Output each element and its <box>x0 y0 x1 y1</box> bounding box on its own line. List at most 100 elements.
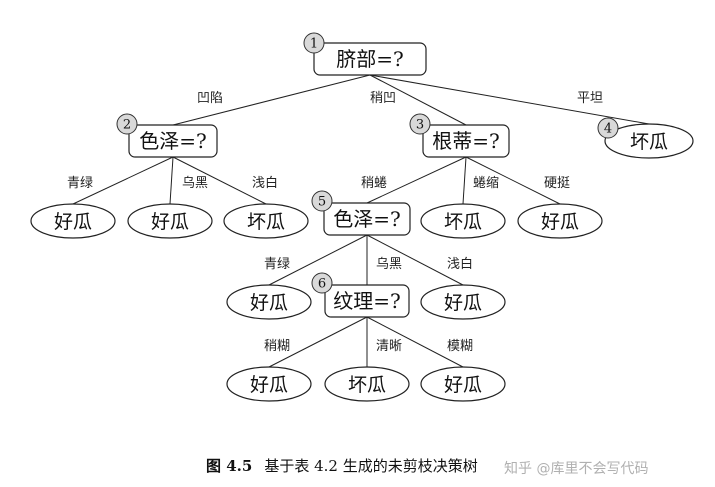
leaf-node-l7: 好瓜 <box>226 366 312 402</box>
decision-label: 脐部=? <box>336 47 403 71</box>
node-number-badge: 6 <box>311 272 333 294</box>
edge-label: 浅白 <box>447 256 473 272</box>
leaf-ellipse <box>226 284 312 320</box>
edge-label: 平坦 <box>577 91 603 106</box>
edge-label: 青绿 <box>264 257 290 272</box>
leaf-ellipse <box>127 203 213 239</box>
tree-edge-n1-n2 <box>172 74 371 126</box>
tree-edge-n1-n4 <box>369 74 650 125</box>
leaf-node-l10: 好瓜 <box>420 366 506 402</box>
leaf-ellipse <box>420 203 506 239</box>
node-number-badge: 3 <box>409 113 431 135</box>
leaf-node-l9: 坏瓜 <box>324 366 410 402</box>
leaf-node-l5: 好瓜 <box>517 203 603 239</box>
badge-number: 4 <box>604 122 612 137</box>
edge-label: 乌黑 <box>182 175 208 191</box>
decision-box <box>128 124 218 158</box>
edge-label: 浅白 <box>252 175 278 191</box>
edge-label: 模糊 <box>447 338 473 354</box>
decision-label: 根蒂=? <box>432 129 499 153</box>
leaf-ellipse <box>226 366 312 402</box>
leaf-label: 好瓜 <box>250 374 288 396</box>
leaf-label: 坏瓜 <box>247 211 285 233</box>
badge-number: 5 <box>318 195 326 210</box>
badge-circle <box>597 117 619 139</box>
edges-layer: 凹陷稍凹平坦青绿乌黑浅白稍蜷蜷缩硬挺青绿乌黑浅白稍糊清晰模糊 <box>67 74 650 368</box>
decision-node-n5: 色泽=? 5 <box>311 190 411 236</box>
leaf-ellipse <box>517 203 603 239</box>
node-number-badge: 1 <box>303 32 325 54</box>
leaf-ellipse <box>420 284 506 320</box>
decision-box <box>313 42 427 76</box>
tree-edge-n3-n5 <box>366 156 467 204</box>
leaf-ellipse <box>223 203 309 239</box>
figure-caption: 图 4.5 基于表 4.2 生成的未剪枝决策树 <box>206 455 478 476</box>
tree-edge-n2-l2 <box>169 156 174 205</box>
badge-number: 3 <box>416 118 424 133</box>
badge-number: 2 <box>123 118 131 133</box>
leaf-node-l3: 坏瓜 <box>223 203 309 239</box>
leaf-label: 好瓜 <box>444 292 482 314</box>
watermark: 知乎 @库里不会写代码 <box>504 461 649 477</box>
badge-circle <box>311 272 333 294</box>
leaf-label: 好瓜 <box>54 211 92 233</box>
node-number-badge: 5 <box>311 190 333 212</box>
tree-edge-n2-l3 <box>172 156 267 205</box>
node-number-badge: 4 <box>597 117 619 139</box>
leaf-node-l4: 坏瓜 <box>420 203 506 239</box>
tree-edge-n6-l10 <box>366 316 464 368</box>
edge-label: 清晰 <box>376 339 402 354</box>
decision-label: 色泽=? <box>333 207 400 231</box>
edge-label: 乌黑 <box>376 256 402 272</box>
decision-node-n3: 根蒂=? 3 <box>409 113 510 158</box>
nodes-layer: 脐部=?1色泽=?2根蒂=?3坏瓜4好瓜好瓜坏瓜色泽=?5坏瓜好瓜好瓜纹理=?6… <box>30 32 694 402</box>
leaf-label: 好瓜 <box>250 292 288 314</box>
caption-text: 基于表 4.2 生成的未剪枝决策树 <box>264 457 478 475</box>
leaf-label: 好瓜 <box>151 211 189 233</box>
tree-edge-n5-l8 <box>366 234 464 286</box>
leaf-label: 好瓜 <box>444 374 482 396</box>
leaf-node-l6: 好瓜 <box>226 284 312 320</box>
leaf-node-n4: 坏瓜 4 <box>597 117 694 159</box>
edge-label: 青绿 <box>67 176 93 191</box>
tree-edge-n6-l7 <box>268 316 368 368</box>
leaf-ellipse <box>420 366 506 402</box>
leaf-label: 好瓜 <box>541 211 579 233</box>
decision-box <box>422 124 510 158</box>
badge-number: 1 <box>310 37 318 52</box>
leaf-label: 坏瓜 <box>444 211 482 233</box>
badge-circle <box>116 113 138 135</box>
decision-box <box>324 284 410 318</box>
leaf-node-l1: 好瓜 <box>30 203 116 239</box>
leaf-ellipse <box>604 123 694 159</box>
leaf-label: 坏瓜 <box>348 374 386 396</box>
badge-number: 6 <box>318 277 326 292</box>
edge-label: 稍凹 <box>370 91 396 106</box>
figure-number: 图 4.5 <box>206 457 253 475</box>
decision-label: 色泽=? <box>139 129 206 153</box>
tree-edge-n2-l1 <box>72 156 174 205</box>
decision-node-n2: 色泽=? 2 <box>116 113 218 158</box>
leaf-label: 坏瓜 <box>630 131 668 153</box>
edge-label: 凹陷 <box>197 91 223 106</box>
badge-circle <box>409 113 431 135</box>
tree-edge-n1-n3 <box>369 74 467 126</box>
edge-label: 蜷缩 <box>473 175 499 191</box>
edge-label: 硬挺 <box>544 176 570 191</box>
badge-circle <box>303 32 325 54</box>
leaf-node-l8: 好瓜 <box>420 284 506 320</box>
edge-label: 稍蜷 <box>361 176 387 191</box>
node-number-badge: 2 <box>116 113 138 135</box>
leaf-ellipse <box>324 366 410 402</box>
decision-label: 纹理=? <box>333 289 400 313</box>
decision-box <box>323 202 411 236</box>
badge-circle <box>311 190 333 212</box>
leaf-ellipse <box>30 203 116 239</box>
decision-node-n6: 纹理=? 6 <box>311 272 410 318</box>
tree-edge-n3-l4 <box>462 156 467 205</box>
decision-node-n1: 脐部=? 1 <box>303 32 427 76</box>
leaf-node-l2: 好瓜 <box>127 203 213 239</box>
tree-edge-n5-l6 <box>268 234 368 286</box>
tree-edge-n3-l5 <box>465 156 561 205</box>
